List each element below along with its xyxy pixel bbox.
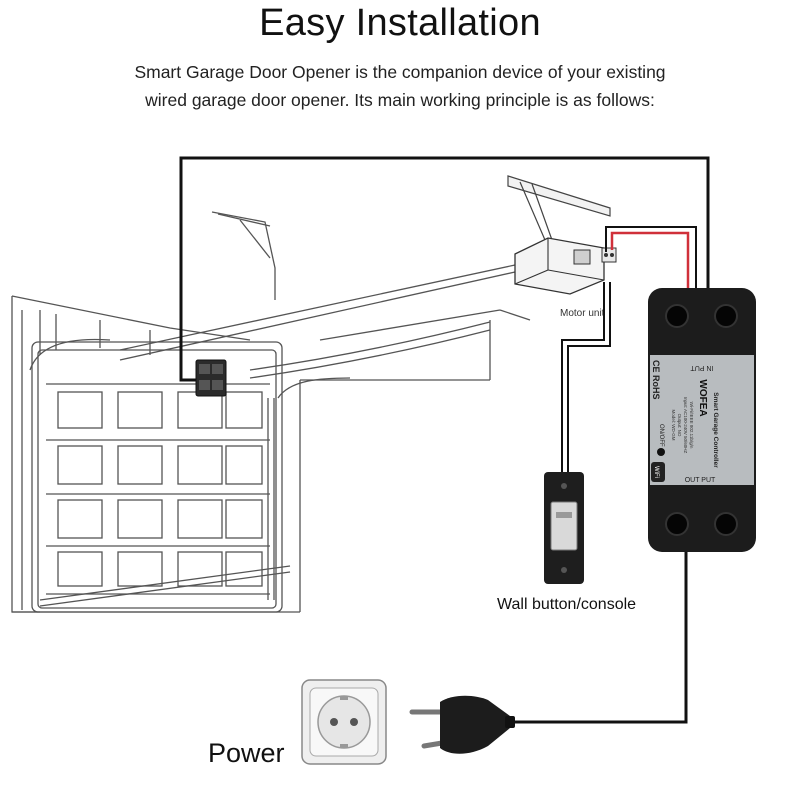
wall-button-console — [544, 472, 584, 584]
wiring — [179, 156, 710, 724]
opener-rail-bracket — [507, 175, 611, 241]
wall-terminal-block — [195, 359, 227, 397]
controller-spec-line-4: Model: WD-GM — [671, 409, 676, 440]
controller-spec-line-2: Input: AC100-240V 50/60HZ — [683, 397, 688, 454]
page-title: Easy Installation — [259, 2, 541, 44]
controller-power-button — [657, 448, 665, 456]
controller-name-label: Smart Garage Controller — [712, 392, 719, 468]
motor-unit — [514, 237, 617, 295]
controller-ce-rohs-label: CE RoHS — [651, 360, 661, 400]
controller-on-off-label: ON/OFF — [658, 424, 664, 447]
controller-out-put-label: OUT PUT — [685, 477, 716, 484]
controller-spec-line-3: Output: NO — [677, 414, 682, 437]
controller-brand-label: WOFEA — [697, 379, 708, 416]
power-plug — [409, 695, 515, 754]
wifi-icon: WiFi — [653, 466, 659, 478]
wifi-badge — [651, 462, 665, 482]
power-socket — [301, 679, 387, 765]
page-subtitle: Smart Garage Door Opener is the companio… — [60, 58, 740, 114]
controller-spec-line-1: Wi-Fi/IEEE 802.11b/g/n — [689, 402, 694, 449]
subtitle-line-2: wired garage door opener. Its main worki… — [145, 90, 655, 110]
wall-button-label: Wall button/console — [497, 596, 636, 613]
controller-in-put-label: IN PUT — [690, 364, 714, 371]
smart-garage-controller: IN PUT CE RoHS WOFEA Smart Garage Contro… — [648, 288, 756, 552]
motor-unit-label: Motor unit — [560, 308, 605, 319]
garage-illustration — [11, 211, 531, 613]
power-label: Power — [208, 738, 285, 768]
subtitle-line-1: Smart Garage Door Opener is the companio… — [134, 62, 666, 82]
